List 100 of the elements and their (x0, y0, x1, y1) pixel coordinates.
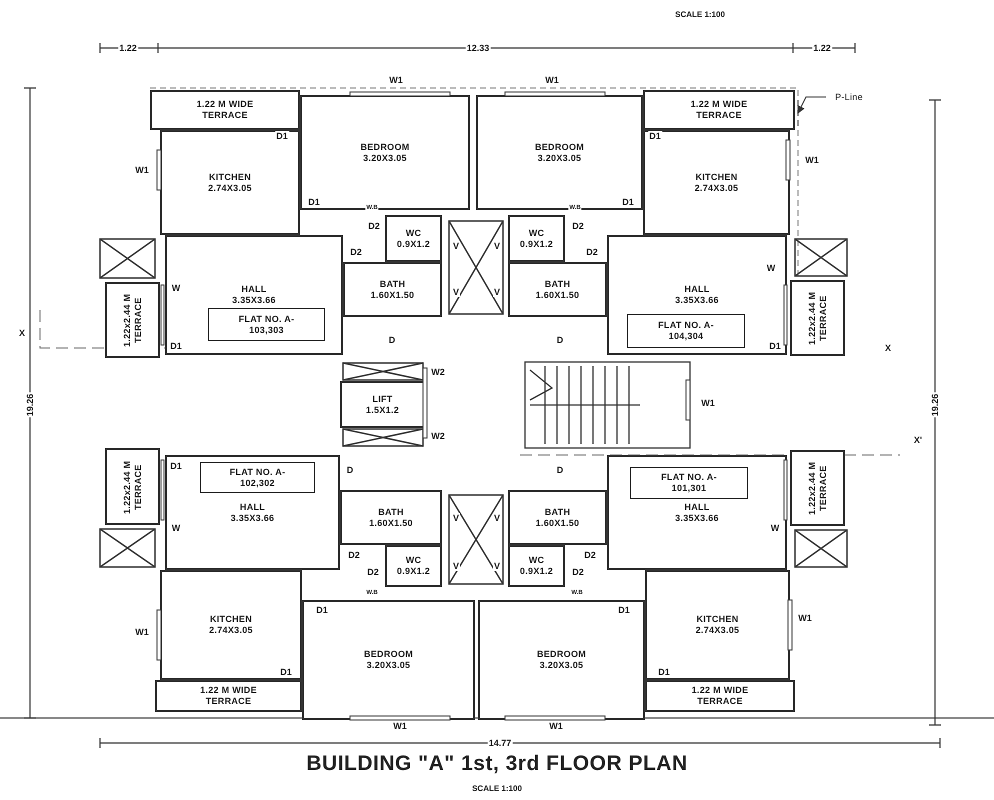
window-tag: W (170, 283, 182, 293)
room-name: HALL (684, 502, 710, 512)
room-name: KITCHEN (695, 172, 738, 182)
dimension-label: 1.22 (812, 43, 832, 53)
vent-tag: V (452, 513, 460, 523)
leader-line (798, 96, 826, 114)
flat-number: FLAT NO. A-103,303 (238, 314, 296, 336)
vent-tag: V (452, 241, 460, 251)
room-name: WC (528, 228, 544, 238)
window-tag: W (770, 523, 780, 533)
flat-number: FLAT NO. A-104,304 (657, 320, 715, 342)
door-tag: D1 (169, 461, 183, 471)
section-mark: X (18, 328, 26, 338)
terrace-label: 1.22x2.44 M TERRACE (806, 290, 828, 347)
dimension-label: 12.33 (466, 43, 490, 53)
vent-tag: V (452, 561, 460, 571)
room-dimension: 1.60X1.50 (536, 518, 580, 528)
window-tag: W2 (430, 367, 446, 377)
scale-note: SCALE 1:100 (674, 10, 726, 20)
room-dimension: 3.35X3.66 (675, 295, 719, 306)
door-tag: D1 (768, 341, 782, 351)
room-outline (165, 455, 340, 570)
window-tag: W1 (388, 75, 404, 85)
terrace-label: 1.22x2.44 M TERRACE (122, 458, 144, 516)
vent-tag: V (493, 561, 501, 571)
room-name: WC (406, 555, 422, 566)
door-tag: D1 (621, 197, 635, 207)
door-tag: D2 (583, 550, 597, 560)
window-tag: W (766, 263, 776, 273)
terrace-outline (105, 282, 160, 358)
window-tag: W1 (797, 613, 813, 623)
room-outline (165, 235, 343, 355)
room-name: BEDROOM (536, 649, 586, 660)
door-tag: D2 (349, 247, 363, 257)
terrace-outline (105, 448, 160, 525)
dimension-label: 1.22 (118, 43, 138, 53)
window-tag: W1 (700, 398, 716, 408)
door-tag: D2 (585, 247, 599, 257)
room-name: KITCHEN (210, 614, 252, 625)
room-dimension: 3.35X3.66 (232, 295, 276, 306)
room-outline (607, 455, 787, 570)
terrace-label: 1.22x2.44 M TERRACE (122, 292, 144, 349)
room-outline (643, 130, 790, 235)
door-tag: D2 (347, 550, 361, 560)
plan-title: BUILDING "A" 1st, 3rd FLOOR PLAN (305, 752, 689, 776)
window-tag: W (170, 523, 182, 533)
door-tag: D1 (169, 341, 183, 351)
door-tag: D2 (571, 221, 585, 231)
room-dimension: 3.20X3.05 (540, 660, 584, 671)
room-dimension: 2.74X3.05 (208, 182, 252, 194)
room-dimension: 3.35X3.66 (230, 512, 274, 524)
terrace-outline (150, 90, 300, 130)
room-name: BATH (380, 278, 406, 290)
room-dimension: 0.9X1.2 (520, 566, 554, 577)
door-tag: D1 (279, 667, 293, 677)
room-outline (302, 600, 475, 720)
room-dimension: 2.74X3.05 (209, 625, 253, 636)
section-mark: X (884, 343, 892, 353)
room-dimension: 1.60X1.50 (536, 290, 580, 300)
door-tag: D1 (275, 131, 289, 141)
terrace-outline (790, 450, 845, 526)
room-name: HALL (241, 284, 267, 295)
room-outline (645, 570, 790, 680)
room-dimension: 2.74X3.05 (696, 625, 740, 636)
room-name: BATH (544, 278, 570, 290)
vent-tag: V (493, 287, 501, 297)
flat-number-box (630, 467, 748, 499)
terrace-label: 1.22x2.44 M TERRACE (806, 460, 828, 517)
room-name: BEDROOM (534, 142, 584, 152)
room-name: BEDROOM (364, 649, 414, 660)
terrace-label: 1.22 M WIDE TERRACE (690, 99, 748, 121)
room-dimension: 1.60X1.50 (369, 518, 413, 528)
p-line-label: P-Line (835, 92, 863, 102)
terrace-label: 1.22 M WIDE TERRACE (690, 685, 750, 707)
door-tag: D1 (307, 197, 321, 207)
room-outline (160, 570, 302, 680)
room-dimension: 0.9X1.2 (396, 566, 430, 577)
room-outline (300, 95, 470, 210)
flat-number: FLAT NO. A-102,302 (228, 466, 286, 488)
door-tag: D1 (617, 605, 631, 615)
room-outline (508, 545, 565, 587)
room-outline (385, 215, 442, 262)
room-dimension: 2.74X3.05 (694, 182, 738, 194)
window-tag: W1 (544, 75, 560, 85)
terrace-label: 1.22 M WIDE TERRACE (199, 685, 258, 707)
dimension-label: 19.26 (25, 392, 35, 418)
room-name: BATH (544, 506, 570, 518)
window-tag: W1 (548, 721, 564, 731)
door-tag: D (346, 465, 354, 475)
vent-tag: V (493, 513, 501, 523)
door-tag: D (388, 335, 396, 345)
room-outline (340, 381, 425, 428)
room-name: BEDROOM (360, 142, 410, 152)
window-tag: W1 (392, 721, 408, 731)
door-tag: D1 (657, 667, 671, 677)
terrace-outline (643, 90, 795, 130)
window-tag: W1 (134, 165, 150, 175)
room-outline (340, 490, 442, 545)
room-name: LIFT (372, 394, 393, 404)
terrace-outline (790, 280, 845, 356)
